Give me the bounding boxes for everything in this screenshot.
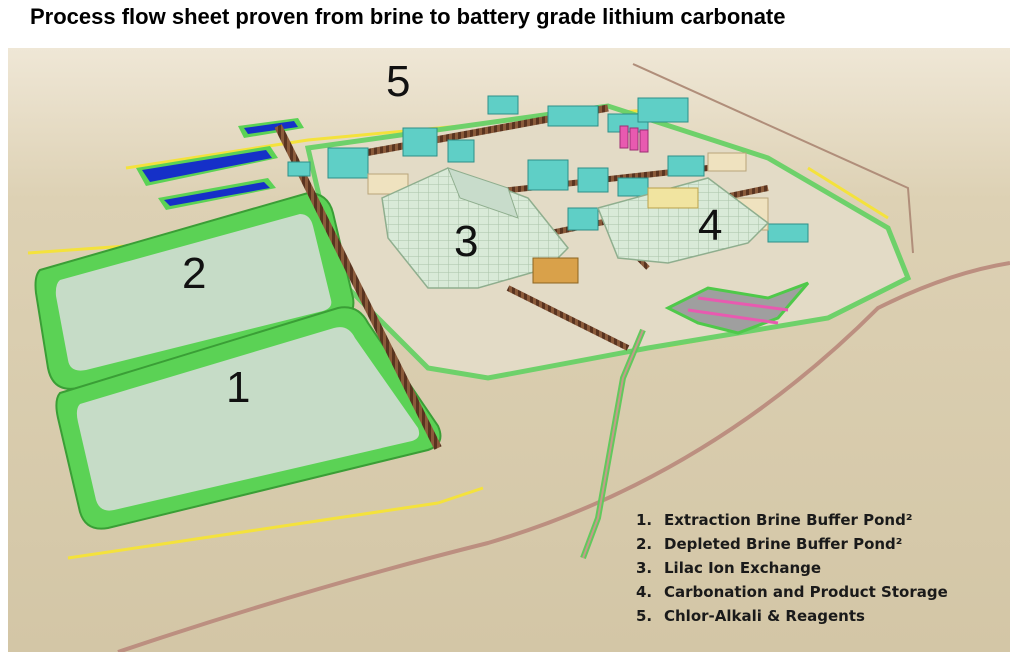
zone-legend: 1. Extraction Brine Buffer Pond² 2. Depl… (636, 508, 1006, 628)
plant-rendering: 1 2 3 4 5 (8, 48, 1010, 652)
legend-item: 4. Carbonation and Product Storage (636, 580, 1006, 604)
carbonation-building (596, 177, 770, 264)
zone-label-4: 4 (698, 201, 722, 250)
zone-label-2: 2 (182, 249, 206, 298)
legend-number: 4. (636, 583, 653, 601)
plant-layout-drawing: 1 2 3 4 5 (8, 48, 1010, 652)
reagent-tanks (619, 125, 649, 153)
pond-1 (55, 306, 442, 530)
access-road-diagonal (117, 261, 1010, 652)
legend-label: Extraction Brine Buffer Pond² (664, 511, 913, 529)
ion-exchange-hall (381, 167, 579, 289)
legend-number: 3. (636, 559, 653, 577)
zone-label-3: 3 (454, 217, 478, 266)
blue-ponds (136, 118, 304, 210)
legend-number: 1. (636, 511, 653, 529)
zone-label-1: 1 (226, 363, 250, 412)
legend-item: 5. Chlor-Alkali & Reagents (636, 604, 1006, 628)
zone-label-5: 5 (386, 57, 410, 106)
legend-label: Chlor-Alkali & Reagents (664, 607, 865, 625)
legend-label: Depleted Brine Buffer Pond² (664, 535, 903, 553)
legend-label: Lilac Ion Exchange (664, 559, 822, 577)
legend-label: Carbonation and Product Storage (664, 583, 948, 601)
process-buildings (287, 95, 809, 243)
legend-item: 1. Extraction Brine Buffer Pond² (636, 508, 1006, 532)
legend-number: 5. (636, 607, 653, 625)
page-title: Process flow sheet proven from brine to … (30, 4, 786, 29)
truck-loading-area (664, 281, 810, 335)
legend-item: 2. Depleted Brine Buffer Pond² (636, 532, 1006, 556)
legend-item: 3. Lilac Ion Exchange (636, 556, 1006, 580)
access-road-north (632, 63, 914, 254)
legend-number: 2. (636, 535, 653, 553)
